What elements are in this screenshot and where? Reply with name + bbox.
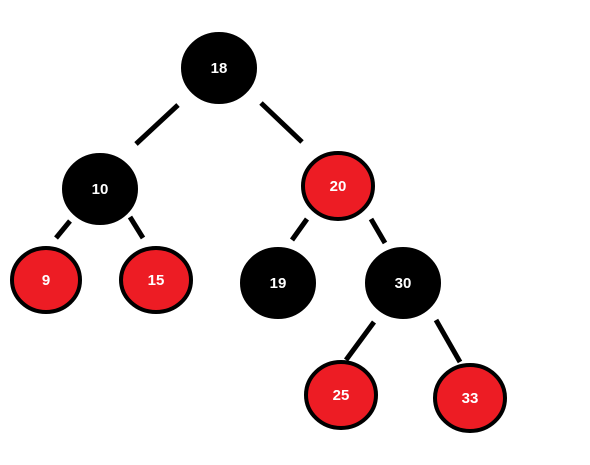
node-label: 20 — [330, 178, 347, 195]
node-label: 10 — [92, 181, 109, 198]
edge-20-30 — [368, 217, 388, 245]
tree-nodes: 18 10 20 9 15 19 30 25 33 — [10, 32, 507, 433]
tree-node-15: 15 — [119, 246, 193, 314]
node-circle-red — [301, 151, 375, 221]
node-circle-black — [181, 32, 257, 104]
node-circle-red — [433, 363, 507, 433]
tree-node-18: 18 — [181, 32, 257, 104]
tree-edges — [54, 101, 463, 364]
edge-10-9 — [54, 219, 72, 240]
edge-18-20 — [259, 101, 304, 144]
node-circle-red — [119, 246, 193, 314]
tree-node-20: 20 — [301, 151, 375, 221]
edge-20-19 — [289, 217, 310, 242]
node-label: 15 — [148, 272, 165, 289]
edge-30-33 — [433, 318, 463, 364]
node-circle-black — [365, 247, 441, 319]
edge-18-10 — [134, 103, 180, 146]
node-circle-black — [240, 247, 316, 319]
node-label: 33 — [462, 390, 479, 407]
tree-node-10: 10 — [62, 153, 138, 225]
node-label: 30 — [395, 275, 412, 292]
edge-10-15 — [127, 215, 146, 240]
edge-30-25 — [343, 320, 377, 362]
tree-node-19: 19 — [240, 247, 316, 319]
node-circle-red — [304, 360, 378, 430]
node-label: 19 — [270, 275, 287, 292]
node-label: 25 — [333, 387, 350, 404]
node-label: 18 — [211, 60, 228, 77]
node-label: 9 — [42, 272, 50, 289]
tree-node-25: 25 — [304, 360, 378, 430]
tree-node-33: 33 — [433, 363, 507, 433]
tree-node-30: 30 — [365, 247, 441, 319]
node-circle-red — [10, 246, 82, 314]
tree-node-9: 9 — [10, 246, 82, 314]
node-circle-black — [62, 153, 138, 225]
